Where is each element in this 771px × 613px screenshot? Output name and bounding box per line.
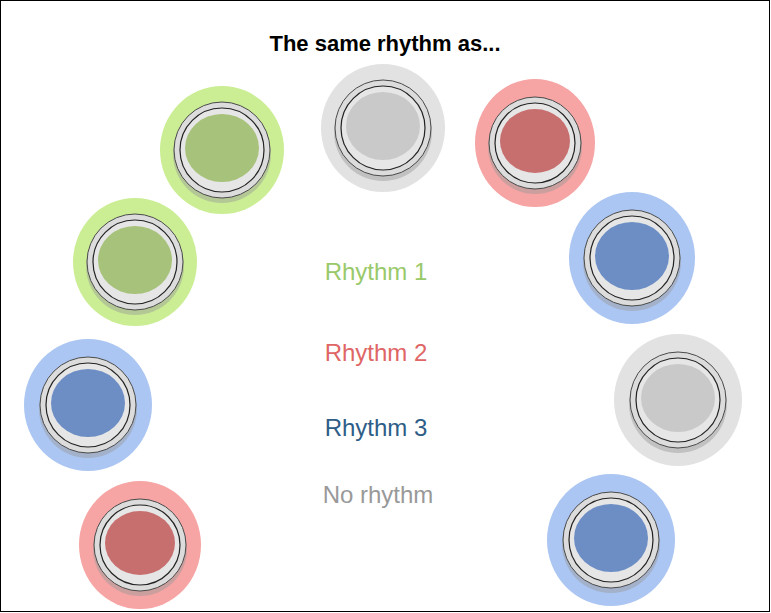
rhythm-button [79,481,201,609]
rhythm-label: Rhythm 3 [325,414,428,442]
rhythm-button [547,474,675,606]
rhythm-button [73,198,197,326]
title: The same rhythm as... [269,31,500,57]
rhythm-button [569,192,695,324]
rhythm-label: Rhythm 2 [325,339,428,367]
rhythm-button [24,339,152,471]
rhythm-label: Rhythm 1 [325,258,428,286]
rhythm-button [614,334,742,466]
rhythm-button [321,64,445,192]
rhythm-button [475,79,595,207]
rhythm-label: No rhythm [323,481,434,509]
rhythm-button [160,86,284,214]
